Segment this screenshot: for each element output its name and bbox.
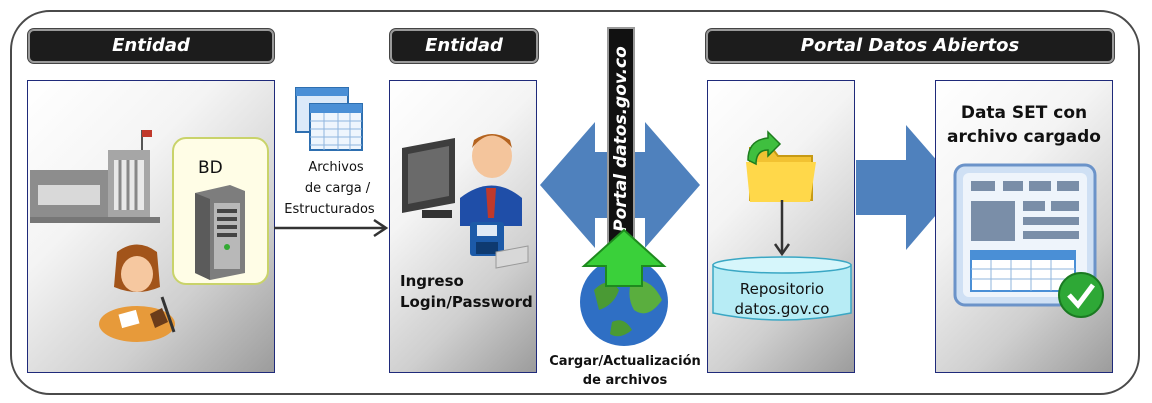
portal-vertical-banner: Portal datos.gov.co — [607, 27, 635, 251]
db-label: BD — [198, 158, 223, 178]
login-label-2: Login/Password — [400, 293, 533, 311]
header-portal: Portal Datos Abiertos — [706, 29, 1114, 63]
files-label-3: Estructurados — [284, 202, 375, 217]
dataset-title-2: archivo cargado — [947, 127, 1101, 147]
building-icon — [30, 130, 160, 223]
down-arrow — [773, 200, 791, 257]
header-entidad-1: Entidad — [28, 29, 274, 63]
server-icon — [195, 185, 245, 280]
right-arrow — [856, 125, 960, 250]
sync-folder-icon — [746, 130, 816, 202]
connector-arrow — [274, 218, 389, 238]
repo-label-2: datos.gov.co — [734, 300, 830, 318]
login-label-1: Ingreso — [400, 272, 464, 290]
repository-cylinder — [712, 256, 852, 321]
center-caption-1: Cargar/Actualización — [549, 354, 701, 369]
computer-user-icon — [402, 134, 522, 226]
center-caption-2: de archivos — [582, 373, 668, 388]
globe-upload-icon — [580, 228, 668, 346]
floppy-disk-icon — [470, 222, 529, 269]
portal-banner-text: Portal datos.gov.co — [611, 46, 631, 232]
files-label-1: Archivos — [308, 160, 364, 175]
spreadsheet-files-icon — [295, 87, 363, 151]
files-label-2: de carga / — [304, 181, 371, 196]
repo-label-1: Repositorio — [739, 280, 825, 298]
clerk-person-icon — [99, 244, 176, 342]
header-entidad-2: Entidad — [390, 29, 538, 63]
panel-entidad-login — [389, 80, 537, 373]
dataset-document-icon — [953, 163, 1104, 318]
dataset-title-1: Data SET con — [960, 103, 1088, 123]
